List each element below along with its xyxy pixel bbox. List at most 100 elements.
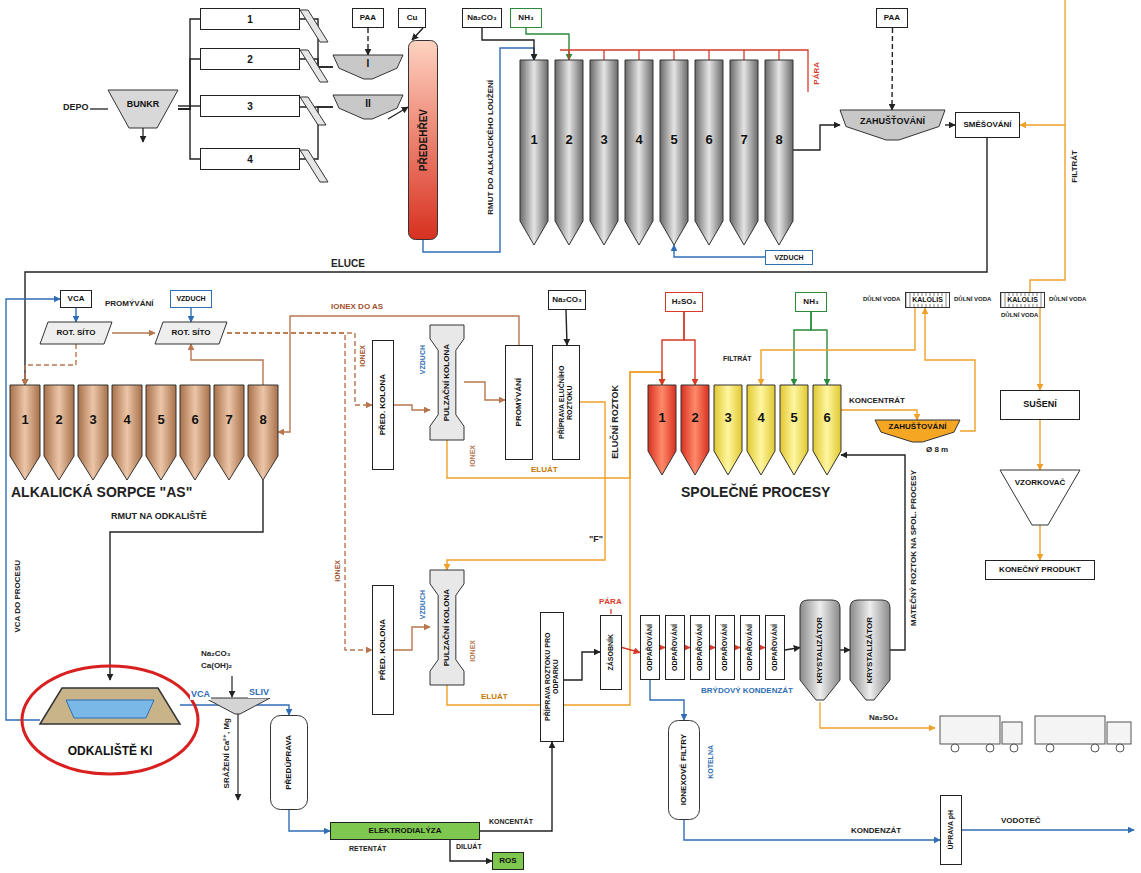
tank-shape [765,60,793,245]
process-box: ZÁSOBNÍK [600,615,622,690]
tank: 1 [520,60,548,245]
tank: 3 [78,385,108,480]
process-box: ROS [492,852,524,870]
node-text: 4 [247,154,253,165]
flow-line [394,627,430,650]
tank-shape [590,60,618,245]
node-text: 1 [658,411,665,425]
tank: 2 [555,60,583,245]
text-label: "F" [588,535,604,545]
text-label: VZDUCH [418,345,428,374]
flow-line [650,680,684,720]
tank-shape [78,385,108,480]
node-text: PŘED. KOLONA [379,374,388,435]
tank-shape [214,385,244,480]
flow-line [662,312,684,385]
flow-line [190,308,191,322]
node-text: ZAHUŠŤOVÁNÍ [889,423,947,432]
tank: 6 [813,385,841,475]
node-text: SUŠENÍ [1023,400,1057,410]
rotary-screen: ROT. SÍTO [155,322,227,344]
flow-label: FILTRÁT [1070,150,1081,183]
node-text: ROS [499,857,516,866]
tank: 6 [180,385,210,480]
tank-shape [10,385,40,480]
process-box: 2 [200,48,300,70]
node-text: PŘEDEHŘEV [418,109,429,171]
flow-label: BRÝDOVÝ KONDENZÁT [700,687,794,696]
tank-shape [780,385,808,475]
tank: 8 [248,385,278,480]
flow-line [761,308,915,385]
tank: 2 [681,385,709,475]
text-label: VODOTEČ [1000,817,1042,826]
node-text: 5 [790,411,797,425]
node-text: 3 [724,411,731,425]
node-text: ZÁSOBNÍK [607,634,615,671]
node-text: PULZAČNÍ KOLONA [443,344,452,421]
node-text: KONEČNÝ PRODUKT [999,566,1081,575]
text-label: RETENTÁT [348,845,387,853]
flow-line [925,308,975,431]
flow-line [178,109,200,159]
node-text: ROT. SÍTO [57,329,96,338]
flow-line [793,125,840,150]
text-label: IONEX [468,640,478,662]
flow-line [1039,308,1040,390]
text-label: DŮLNÍ VODA [1048,296,1087,303]
tank: 2 [44,385,74,480]
flow-line [110,480,263,680]
process-box: Na₂CO₃ [462,8,502,28]
node-text: IONEXOVÉ FILTRY [680,734,689,805]
tank-shape [747,385,775,475]
thickener: ZAHUŠŤOVÁNÍ [840,110,945,140]
tank: 5 [780,385,808,475]
node-text: 4 [635,133,642,147]
text-label: Na₂CO₃ [200,650,231,659]
node-text: 6 [823,411,830,425]
node-text: 2 [55,413,62,427]
flow-label: IONEX DO AS [330,303,384,312]
node-text: 5 [157,413,164,427]
node-text: NH₃ [803,298,818,307]
flow-label: FILTRÁT [722,355,753,363]
flow-label: ELUÁT [480,693,509,702]
tank-shape [681,385,709,475]
flow-line [480,742,552,831]
node-text: KALOLIS [911,296,944,304]
filter-press: KALOLIS [905,292,950,308]
process-box: VCA [60,290,92,308]
tank-shape [648,385,676,475]
node-text: ODPAŘOVÁNÍ [721,624,729,671]
flow-line [412,28,423,40]
node-text: 2 [691,411,698,425]
node-text: II [365,98,371,109]
thickener: ZAHUŠŤOVÁNÍ [875,420,960,442]
text-label: SLIV [248,688,270,698]
process-box: PŘED. KOLONA [372,340,394,470]
node-text: 6 [705,133,712,147]
node-text: 1 [530,133,537,147]
flow-line [6,299,60,720]
process-box: KONEČNÝ PRODUKT [985,560,1095,580]
flow-line [945,124,955,125]
process-box: 3 [200,95,300,117]
flow-line [841,410,917,420]
process-box: SMĚŠOVÁNÍ [955,112,1020,138]
text-label: Ø 8 m [925,446,949,455]
tank: 5 [660,60,688,245]
node-text: ODPAŘOVÁNÍ [646,624,654,671]
node-text: PAA [360,14,376,23]
node-text: 3 [89,413,96,427]
node-text: ZAHUŠŤOVÁNÍ [860,117,925,127]
process-box: VZDUCH [170,290,212,308]
tank-shape [146,385,176,480]
flow-line [1039,525,1040,560]
flow-line [564,652,600,680]
tank: 5 [146,385,176,480]
tank: 1 [648,385,676,475]
flow-line [394,405,430,410]
flow-label: PROMÝVÁNÍ [104,300,154,309]
node-text: KALOLIS [1006,296,1039,304]
flow-line [112,332,155,333]
